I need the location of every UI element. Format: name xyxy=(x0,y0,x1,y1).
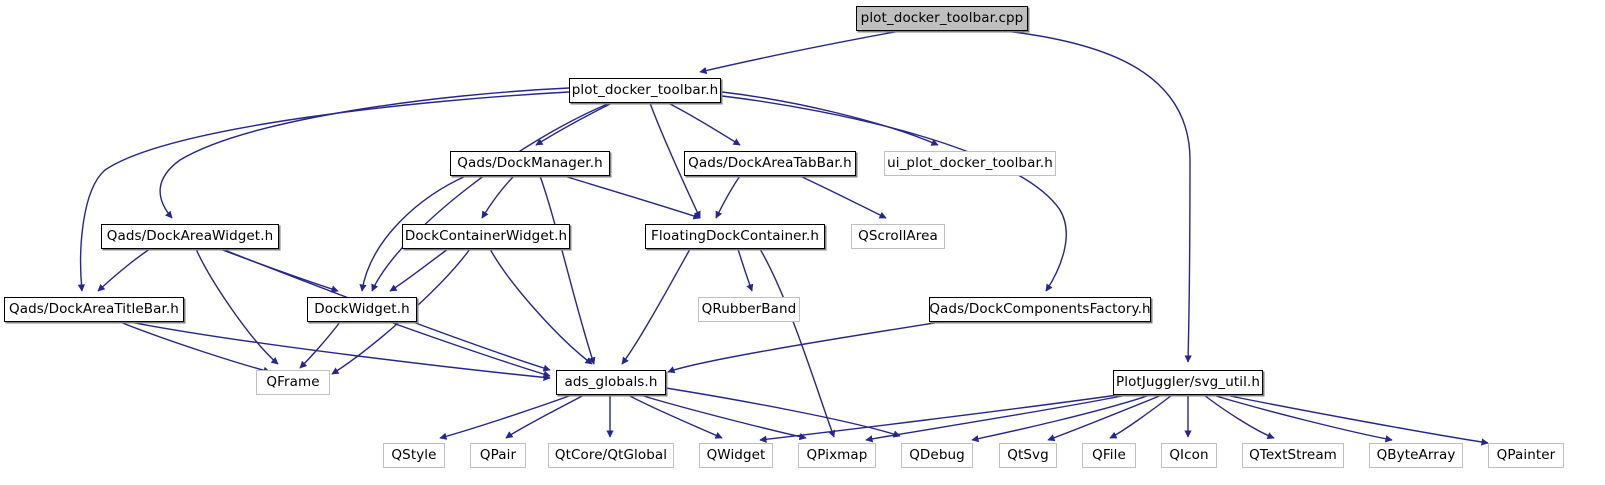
graph-edge xyxy=(481,175,515,219)
graph-edge xyxy=(1109,394,1173,439)
graph-edge xyxy=(299,321,341,369)
graph-edge xyxy=(759,248,836,438)
graph-edge xyxy=(563,175,701,220)
graph-node-ads-globals-h[interactable]: ads_globals.h xyxy=(556,370,666,395)
graph-edge xyxy=(371,102,611,292)
graph-edge xyxy=(195,248,279,365)
graph-node-qwidget: QWidget xyxy=(699,443,773,468)
graph-edge xyxy=(489,248,593,365)
graph-edge xyxy=(759,394,1119,443)
graph-edge xyxy=(737,248,754,292)
graph-edge xyxy=(389,248,449,292)
graph-node-dockwidget-h[interactable]: DockWidget.h xyxy=(307,297,417,322)
graph-edge xyxy=(627,394,723,439)
graph-edge xyxy=(77,91,570,292)
graph-edge xyxy=(439,394,573,440)
graph-edge xyxy=(1229,395,1489,446)
graph-edge xyxy=(119,321,271,374)
graph-edge xyxy=(97,248,151,292)
graph-node-qbytearray: QByteArray xyxy=(1369,443,1463,468)
graph-edge xyxy=(721,91,939,146)
graph-edge xyxy=(539,175,596,365)
graph-node-qads-dockareatabbar-h[interactable]: Qads/DockAreaTabBar.h xyxy=(684,151,856,176)
graph-node-qframe: QFrame xyxy=(256,370,330,395)
graph-edge xyxy=(649,102,701,219)
graph-node-qads-dockareawidget-h[interactable]: Qads/DockAreaWidget.h xyxy=(101,224,279,249)
graph-node-qstyle: QStyle xyxy=(383,443,445,468)
graph-edge xyxy=(971,394,1151,443)
graph-node-qads-dockcomponentsfactory-h[interactable]: Qads/DockComponentsFactory.h xyxy=(929,297,1151,322)
graph-node-floatingdockcontainer-h[interactable]: FloatingDockContainer.h xyxy=(645,224,825,249)
graph-edge xyxy=(505,394,585,439)
graph-edge xyxy=(1215,395,1393,443)
graph-edge xyxy=(359,175,467,292)
graph-node-qfile: QFile xyxy=(1082,443,1136,468)
graph-node-qads-dockmanager-h[interactable]: Qads/DockManager.h xyxy=(450,151,610,176)
graph-node-qrubberband: QRubberBand xyxy=(698,297,800,322)
graph-edge xyxy=(621,248,691,365)
graph-edge xyxy=(1047,394,1163,442)
graph-edge xyxy=(715,175,741,219)
graph-edge xyxy=(159,87,570,219)
graph-node-plot-docker-toolbar-cpp[interactable]: plot_docker_toolbar.cpp xyxy=(856,6,1028,31)
graph-node-qicon: QIcon xyxy=(1161,443,1217,468)
graph-edge xyxy=(667,102,741,146)
graph-edge xyxy=(865,395,1123,443)
graph-edge xyxy=(1203,394,1275,440)
graph-edge xyxy=(667,321,941,374)
graph-node-plotjuggler-svg-util-h[interactable]: PlotJuggler/svg_util.h xyxy=(1113,370,1263,395)
graph-node-qtextstream: QTextStream xyxy=(1242,443,1344,468)
graph-edge xyxy=(665,387,901,438)
graph-edge xyxy=(535,102,613,146)
graph-edge xyxy=(721,95,1067,292)
graph-node-dockcontainerwidget-h[interactable]: DockContainerWidget.h xyxy=(402,224,570,249)
graph-node-ui-plot-docker-toolbar-h: ui_plot_docker_toolbar.h xyxy=(884,151,1056,176)
graph-edge xyxy=(699,30,901,75)
graph-edge xyxy=(799,175,887,219)
graph-node-qtsvg: QtSvg xyxy=(999,443,1057,468)
graph-edge xyxy=(1004,30,1192,363)
graph-node-qads-dockareatitlebar-h[interactable]: Qads/DockAreaTitleBar.h xyxy=(4,297,184,322)
graph-node-qtcore-qtglobal: QtCore/QtGlobal xyxy=(548,443,674,468)
graph-node-qpainter: QPainter xyxy=(1488,443,1564,468)
graph-node-qpixmap: QPixmap xyxy=(798,443,876,468)
graph-edge xyxy=(639,394,807,441)
graph-node-qpair: QPair xyxy=(470,443,526,468)
graph-edge xyxy=(389,321,551,378)
graph-node-qdebug: QDebug xyxy=(901,443,973,468)
graph-edge xyxy=(129,321,551,381)
graph-node-qscrollarea: QScrollArea xyxy=(851,224,945,249)
graph-node-plot-docker-toolbar-h[interactable]: plot_docker_toolbar.h xyxy=(569,78,721,103)
